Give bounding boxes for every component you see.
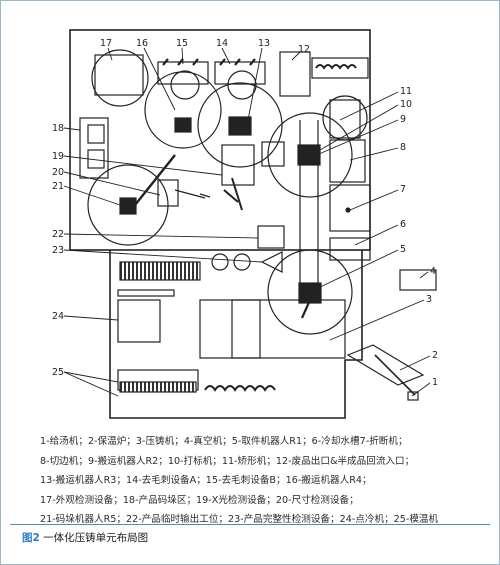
ladle	[374, 354, 416, 396]
label-22: 22	[52, 229, 64, 240]
legend: 1-给汤机；2-保温炉；3-压铸机；4-真空机；5-取件机器人R1；6-冷却水槽…	[40, 432, 486, 530]
temporary-output-station	[257, 225, 285, 249]
label-21: 21	[52, 181, 64, 192]
legend-line: 13-搬运机器人R3；14-去毛刺设备A；15-去毛刺设备B；16-搬运机器人R…	[40, 475, 372, 487]
label-10: 10	[400, 99, 412, 110]
label-4: 4	[430, 266, 436, 277]
cell-boundary-lower	[109, 250, 363, 419]
label-15: 15	[176, 38, 188, 49]
label-8: 8	[400, 142, 406, 153]
label-13: 13	[258, 38, 270, 49]
legend-line: 21-码垛机器人R5；22-产品临时输出工位；23-产品完整性检测设备；24-点…	[40, 514, 439, 526]
label-1: 1	[432, 377, 438, 388]
label-18: 18	[52, 123, 64, 134]
holding-furnace	[346, 344, 425, 386]
label-23: 23	[52, 245, 64, 256]
label-16: 16	[136, 38, 148, 49]
palletizing-area	[79, 117, 109, 179]
label-9: 9	[400, 114, 406, 125]
label-14: 14	[216, 38, 228, 49]
figure-label: 图2	[22, 532, 40, 544]
layout-diagram: 17 16 15 14 13 12 11 10 9 8 7 6 5 4 3 2 …	[52, 29, 438, 419]
figure-caption: 图2 一体化压铸单元布局图	[22, 530, 148, 545]
xray-inspection	[221, 144, 255, 186]
label-11: 11	[400, 86, 412, 97]
legend-line: 1-给汤机；2-保温炉；3-压铸机；4-真空机；5-取件机器人R1；6-冷却水槽…	[40, 436, 408, 447]
label-17: 17	[100, 38, 112, 49]
cooling-water-tank	[329, 237, 371, 261]
label-6: 6	[400, 219, 406, 230]
label-24: 24	[52, 311, 64, 322]
label-3: 3	[426, 294, 432, 305]
label-25: 25	[52, 367, 64, 378]
vacuum-machine	[399, 269, 437, 291]
label-5: 5	[400, 244, 406, 255]
scrap-exit	[279, 51, 311, 97]
legend-line: 17-外观检测设备；18-产品码垛区；19-X光检测设备；20-尺寸检测设备；	[40, 494, 359, 506]
breaking-machine	[329, 184, 371, 232]
appearance-inspection-device	[94, 54, 144, 96]
cell-boundary	[69, 29, 371, 251]
trimming-machine	[329, 139, 366, 183]
legend-line: 8-切边机；9-搬运机器人R2；10-打标机；11-矫形机；12-废品出口&半成…	[40, 455, 415, 467]
die-casting-machine	[199, 299, 346, 359]
caption-rule	[10, 524, 490, 525]
label-12: 12	[298, 44, 310, 55]
label-20: 20	[52, 167, 64, 178]
label-19: 19	[52, 151, 64, 162]
spot-cooler	[117, 299, 161, 343]
label-7: 7	[400, 184, 406, 195]
label-2: 2	[432, 350, 438, 361]
figure-title: 一体化压铸单元布局图	[43, 532, 149, 544]
